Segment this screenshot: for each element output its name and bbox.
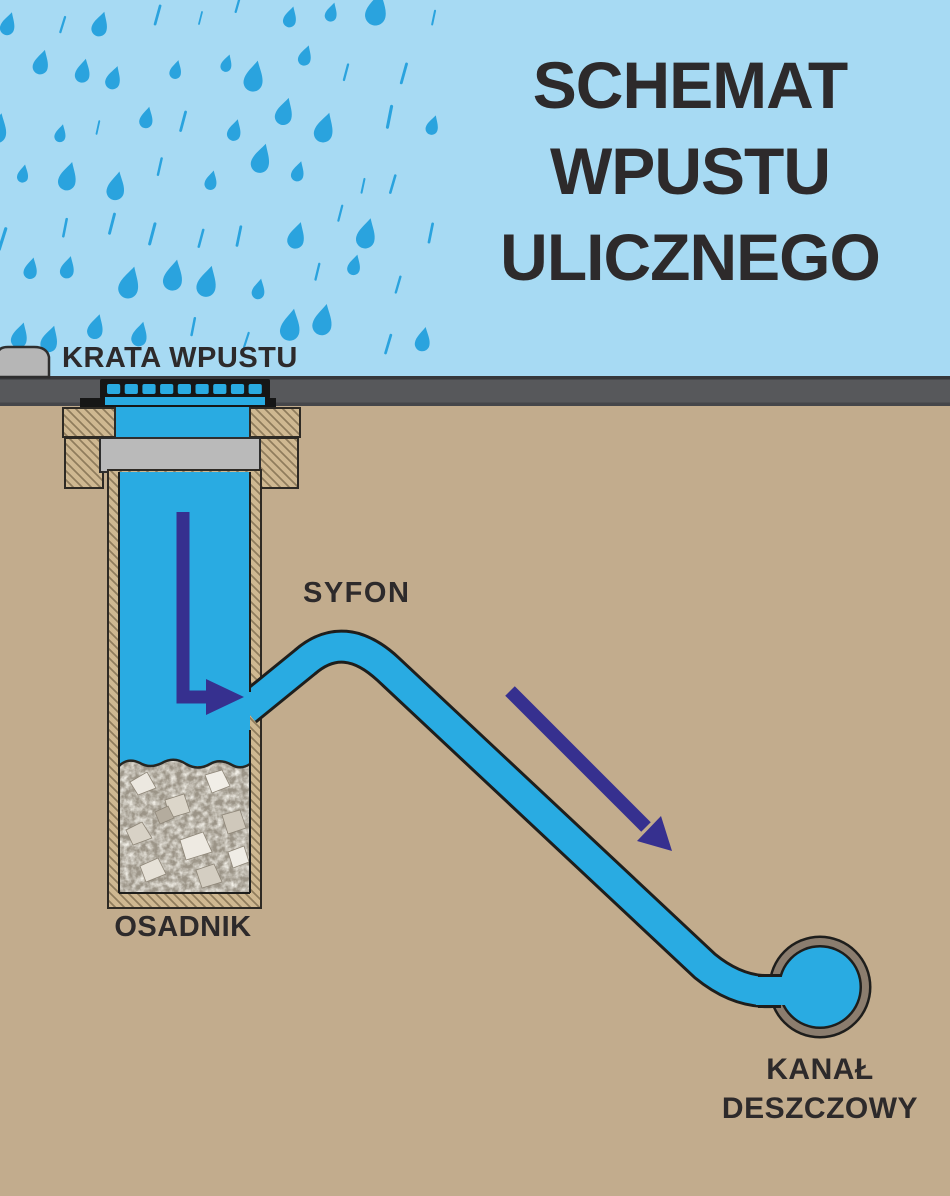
shaft-inner-outline: [118, 472, 251, 894]
concrete-ring: [99, 437, 261, 473]
water-gravel-boundary: [118, 758, 251, 769]
grate-label: KRATA WPUSTU: [62, 342, 298, 374]
channel-label-line-1: KANAŁ: [766, 1053, 874, 1086]
masonry-block: [249, 407, 301, 438]
masonry-block: [62, 407, 116, 438]
diagram-title-line-1: SCHEMAT: [532, 48, 848, 122]
sediment-gravel: [119, 759, 250, 893]
diagram-title-line-3: ULICZNEGO: [500, 220, 881, 294]
siphon-pipe: [235, 629, 802, 1009]
masonry-block: [259, 437, 299, 489]
masonry-block: [64, 437, 104, 489]
storm-channel: [756, 935, 872, 1039]
flow-down-arrow-icon: [176, 512, 244, 715]
curb: [0, 345, 51, 379]
flow-diagonal-arrow-icon: [505, 686, 672, 851]
inlet-grate: [80, 379, 276, 442]
channel-label-line-2: DESZCZOWY: [721, 1092, 919, 1125]
sky-background: [0, 0, 950, 378]
diagram-title-line-2: WPUSTU: [550, 134, 831, 208]
grate-slots: [107, 384, 262, 394]
sump-label: OSADNIK: [114, 911, 252, 943]
siphon-label: SYFON: [303, 577, 411, 609]
